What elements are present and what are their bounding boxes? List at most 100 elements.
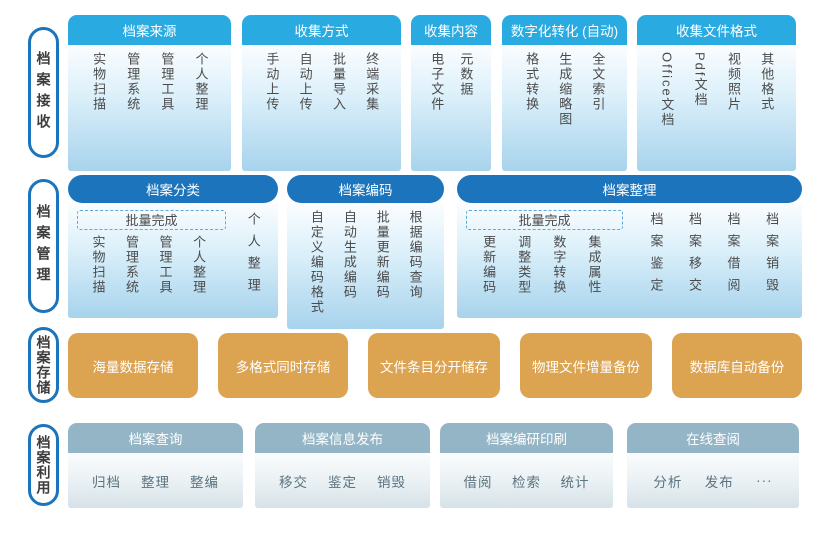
row-label-text: 档案利用 (35, 435, 52, 495)
storage-box-incremental-backup: 物理文件增量备份 (520, 333, 652, 398)
box-research-print: 档案编研印刷 借阅 检索 统计 (440, 423, 613, 508)
feature-item: 实物扫描 (90, 235, 106, 295)
feature-item: 档案鉴定 (648, 212, 664, 300)
feature-item: 更新编码 (481, 235, 497, 295)
feature-item: 视频照片 (725, 52, 741, 112)
feature-item: 元数据 (458, 52, 474, 97)
usage-item: 销毁 (377, 474, 406, 490)
box-collect-content: 收集内容 电子文件元数据 (411, 15, 491, 171)
usage-item: 整编 (190, 474, 219, 490)
feature-item: 自动生成编码 (341, 210, 357, 300)
feature-item: 数字转换 (551, 235, 567, 295)
usage-item: 发布 (704, 474, 734, 490)
feature-item: 管理工具 (157, 235, 173, 295)
feature-item: 管理工具 (159, 52, 175, 112)
usage-item: 整理 (141, 474, 170, 490)
box-title: 档案查询 (68, 423, 243, 453)
feature-item: Pdf文档 (692, 52, 708, 108)
box-items: 格式转换 生成缩略图 全文索引 (502, 45, 627, 171)
batch-group: 批量完成 实物扫描 管理系统 管理工具 个人整理 (68, 203, 228, 318)
box-file-formats: 收集文件格式 Office文档 Pdf文档 视频照片 其他格式 (637, 15, 796, 171)
feature-item: 格式转换 (524, 52, 540, 112)
box-title: 档案来源 (68, 15, 231, 45)
feature-item: 实物扫描 (91, 52, 107, 112)
feature-item: 档案借阅 (725, 212, 741, 300)
usage-item: 检索 (512, 474, 541, 490)
box-items: 分析 发布 ··· (627, 453, 799, 508)
usage-item: 鉴定 (328, 474, 357, 490)
box-archive-source: 档案来源 实物扫描 管理系统 管理工具 个人整理 (68, 15, 231, 171)
box-items: Office文档 Pdf文档 视频照片 其他格式 (637, 45, 796, 171)
feature-item: 自动上传 (297, 52, 313, 112)
feature-item: 批量导入 (330, 52, 346, 112)
feature-item: 批量更新编码 (374, 210, 390, 300)
box-archive-classification: 档案分类 批量完成 实物扫描 管理系统 管理工具 个人整理 个人整理 (68, 175, 278, 318)
box-title: 数字化转化 (自动) (502, 15, 627, 45)
feature-item: 调整类型 (516, 235, 532, 295)
storage-box-mass-data: 海量数据存储 (68, 333, 198, 398)
box-title: 收集文件格式 (637, 15, 796, 45)
usage-item: 分析 (653, 474, 683, 490)
feature-item: 档案销毁 (764, 212, 780, 300)
box-archive-query: 档案查询 归档 整理 整编 (68, 423, 243, 508)
usage-item: ··· (756, 473, 773, 488)
feature-item: 全文索引 (590, 52, 606, 112)
feature-item: 生成缩略图 (557, 52, 573, 127)
feature-item: Office文档 (659, 52, 675, 128)
row-label-archive-manage: 档案管理 (28, 179, 59, 313)
row-label-archive-receive: 档案接收 (28, 27, 59, 158)
feature-item: 管理系统 (125, 52, 141, 112)
box-archive-arrangement: 档案整理 批量完成 更新编码调整类型数字转换集成属性 档案鉴定档案移交档案借阅档… (457, 175, 802, 318)
box-online-view: 在线查阅 分析 发布 ··· (627, 423, 799, 508)
feature-item: 个人整理 (245, 212, 261, 300)
batch-items: 更新编码 调整类型 数字转换 集成属性 (457, 232, 625, 318)
batch-complete-badge: 批量完成 (466, 210, 623, 230)
feature-item: 其他格式 (759, 52, 775, 112)
box-title: 在线查阅 (627, 423, 799, 453)
feature-item: 电子文件 (429, 52, 445, 112)
box-title: 档案分类 (68, 175, 278, 203)
box-digitization: 数字化转化 (自动) 格式转换 生成缩略图 全文索引 (502, 15, 627, 171)
row-label-text: 档案存储 (35, 335, 52, 395)
box-title: 档案编码 (287, 175, 444, 203)
storage-box-db-auto-backup: 数据库自动备份 (672, 333, 802, 398)
batch-items: 实物扫描 管理系统 管理工具 个人整理 (68, 232, 228, 318)
box-title: 收集方式 (242, 15, 401, 45)
feature-item: 自定义编码格式 (308, 210, 324, 315)
box-items: 电子文件元数据 (411, 45, 491, 171)
feature-item: 手动上传 (264, 52, 280, 112)
box-items: 借阅 检索 统计 (440, 453, 613, 508)
box-items: 实物扫描 管理系统 管理工具 个人整理 (68, 45, 231, 171)
feature-item: 档案移交 (687, 212, 703, 300)
box-items: 移交 鉴定 销毁 (255, 453, 430, 508)
row-label-text: 档案管理 (35, 204, 52, 288)
row-label-archive-usage: 档案利用 (28, 424, 59, 506)
feature-item: 根据编码查询 (407, 210, 423, 300)
box-collect-method: 收集方式 手动上传 自动上传 批量导入 终端采集 (242, 15, 401, 171)
box-items: 批量完成 实物扫描 管理系统 管理工具 个人整理 个人整理 (68, 203, 278, 318)
usage-item: 统计 (560, 474, 590, 490)
usage-item: 归档 (92, 474, 121, 490)
feature-item: 个人整理 (191, 235, 207, 295)
feature-item: 终端采集 (364, 52, 380, 112)
extra-items: 个人整理 (228, 203, 278, 318)
box-title: 档案整理 (457, 175, 802, 203)
box-title: 档案编研印刷 (440, 423, 613, 453)
storage-box-separate-entries: 文件条目分开储存 (368, 333, 500, 398)
box-title: 档案信息发布 (255, 423, 430, 453)
box-items: 手动上传 自动上传 批量导入 终端采集 (242, 45, 401, 171)
box-archive-coding: 档案编码 自定义编码格式 自动生成编码 批量更新编码 根据编码查询 (287, 175, 444, 329)
box-items: 归档 整理 整编 (68, 453, 243, 508)
feature-item: 管理系统 (124, 235, 140, 295)
row-label-text: 档案接收 (35, 50, 52, 135)
feature-item: 个人整理 (193, 52, 209, 112)
usage-item: 移交 (279, 474, 308, 490)
batch-complete-badge: 批量完成 (77, 210, 226, 230)
box-items: 自定义编码格式 自动生成编码 批量更新编码 根据编码查询 (287, 203, 444, 329)
box-title: 收集内容 (411, 15, 491, 45)
feature-item: 集成属性 (586, 235, 602, 295)
usage-item: 借阅 (463, 474, 493, 490)
extra-items: 档案鉴定 档案移交 档案借阅 档案销毁 (625, 203, 802, 318)
box-info-publish: 档案信息发布 移交 鉴定 销毁 (255, 423, 430, 508)
